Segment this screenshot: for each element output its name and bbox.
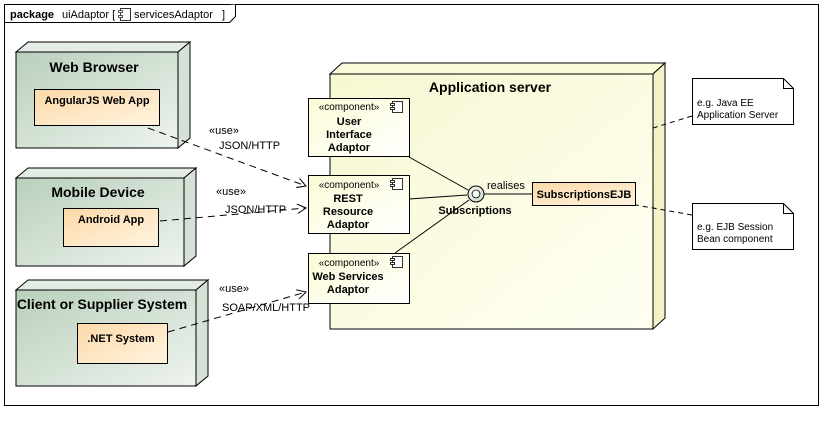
note-java-ee[interactable]: e.g. Java EE Application Server (692, 78, 794, 125)
artifact-label: AngularJS Web App (44, 95, 149, 107)
artifact-label: .NET System (87, 333, 154, 345)
note-anchor-java-ee (652, 115, 693, 129)
artifact-net-system[interactable]: .NET System (77, 323, 168, 364)
component-name-line-3: Adaptor (327, 219, 370, 231)
note-line-2: Bean component (697, 234, 773, 245)
component-stereotype: «component» (319, 180, 380, 191)
component-stereotype: «component» (319, 258, 380, 269)
note-ejb-session[interactable]: e.g. EJB Session Bean component (692, 203, 794, 250)
note-line-1: e.g. EJB Session (697, 222, 773, 233)
link-protocol: SOAP/XML/HTTP (222, 302, 310, 314)
component-rest-resource-adaptor[interactable]: «component» REST Resource Adaptor (308, 175, 410, 234)
note-anchor-ejb-session (635, 204, 693, 216)
link-stereotype: «use» (219, 283, 249, 295)
link-protocol: JSON/HTTP (225, 204, 286, 216)
component-user-interface-adaptor[interactable]: «component» User Interface Adaptor (308, 98, 410, 157)
component-name-line-2: Resource (323, 206, 373, 218)
component-name-line-1: Web Services (312, 271, 383, 283)
component-stereotype: «component» (319, 102, 380, 113)
link-client-to-web-services[interactable]: «use» SOAP/XML/HTTP (167, 283, 310, 333)
interface-connectors (394, 156, 532, 254)
link-stereotype: «use» (216, 186, 246, 198)
component-name-line-3: Adaptor (328, 142, 371, 154)
package-name: uiAdaptor [ (62, 9, 115, 21)
interface-lollipop-icon (467, 185, 485, 203)
node-title: Application server (429, 79, 552, 95)
component-icon (390, 178, 403, 190)
node-title: Web Browser (49, 59, 139, 75)
ejb-label: SubscriptionsEJB (537, 189, 632, 201)
diagram-name: servicesAdaptor (134, 9, 213, 21)
artifact-label: Android App (78, 214, 144, 226)
component-name-line-1: User (337, 116, 362, 128)
realises-label: realises (487, 180, 525, 192)
link-mobile-to-rest[interactable]: «use» JSON/HTTP (159, 186, 306, 222)
package-close-bracket: ] (222, 9, 225, 21)
link-web-browser-to-rest[interactable]: «use» JSON/HTTP (147, 125, 306, 186)
component-name-line-2: Interface (326, 129, 372, 141)
component-icon (390, 101, 403, 113)
component-subscriptions-ejb[interactable]: SubscriptionsEJB (532, 182, 636, 206)
component-name-line-1: REST (333, 193, 363, 205)
link-protocol: JSON/HTTP (219, 140, 280, 152)
node-title: Mobile Device (51, 184, 145, 200)
component-name-line-2: Adaptor (327, 284, 370, 296)
node-title: Client or Supplier System (17, 296, 187, 312)
interface-label: Subscriptions (438, 205, 511, 217)
artifact-android-app[interactable]: Android App (63, 208, 159, 247)
interface-subscriptions[interactable]: Subscriptions (438, 185, 512, 217)
artifact-angularjs-web-app[interactable]: AngularJS Web App (34, 89, 160, 126)
diagram-icon (118, 8, 131, 21)
link-stereotype: «use» (209, 125, 239, 137)
note-line-2: Application Server (697, 110, 779, 121)
note-line-1: e.g. Java EE (697, 98, 754, 109)
component-web-services-adaptor[interactable]: «component» Web Services Adaptor (308, 253, 410, 304)
component-icon (390, 256, 403, 268)
package-keyword: package (10, 9, 54, 21)
